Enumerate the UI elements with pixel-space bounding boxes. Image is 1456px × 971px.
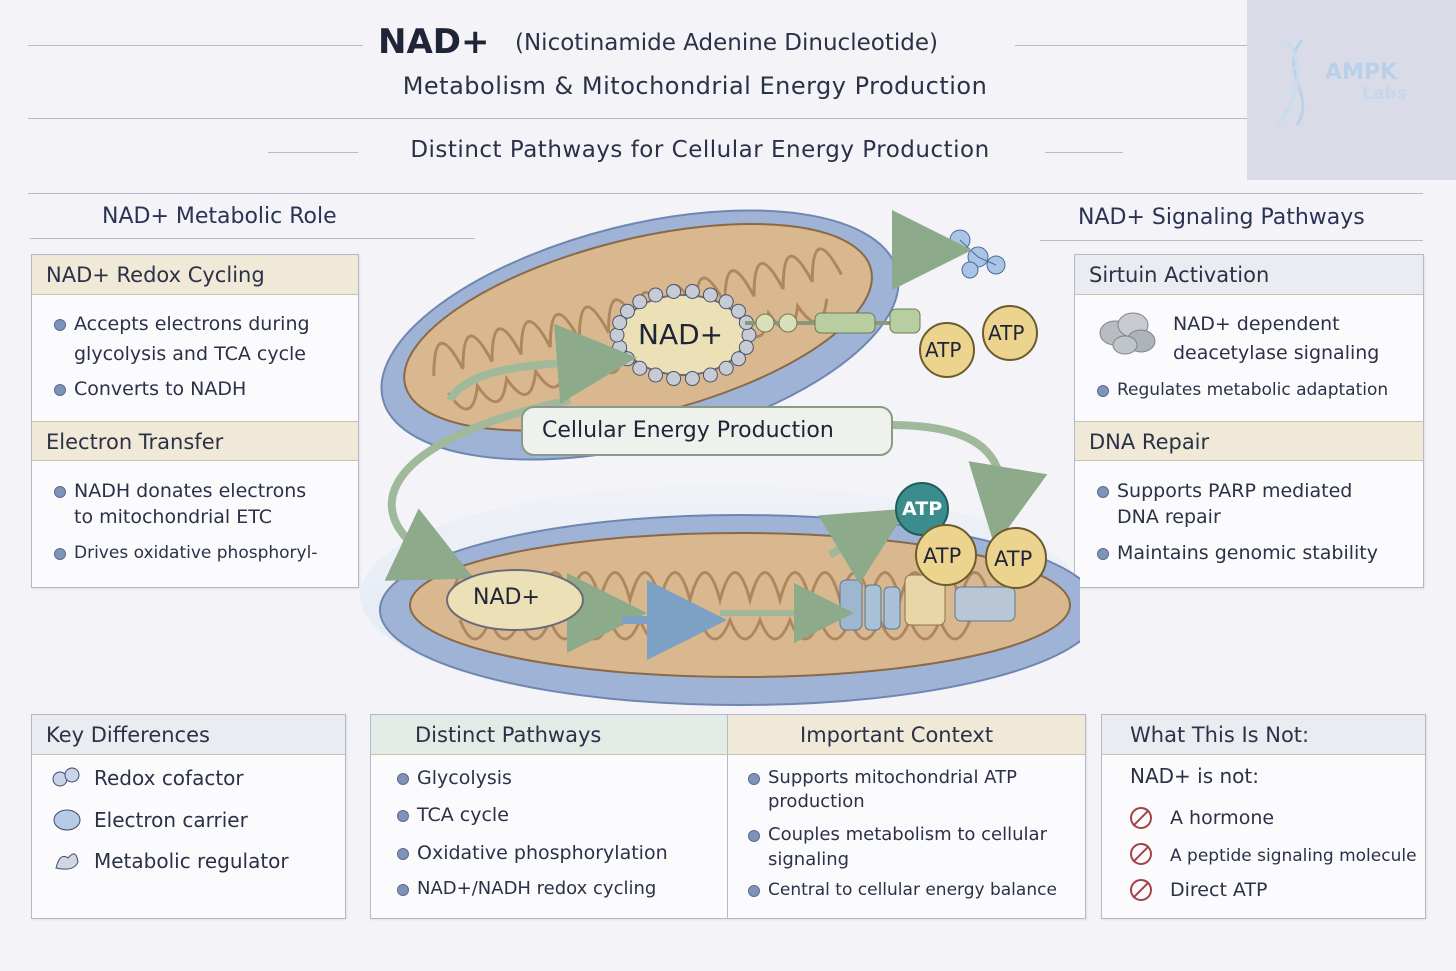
arrow-energy-right (889, 421, 1048, 547)
nad-bead (632, 294, 648, 310)
nad-bottom-oval (446, 569, 584, 631)
arrow-cycle-up (446, 323, 637, 404)
nad-bottom-label: NAD+ (473, 585, 540, 610)
distinct-pathways-title: Distinct Pathways (371, 715, 728, 755)
redox-cycling-title: NAD+ Redox Cycling (32, 255, 358, 295)
mitochondria-diagram (360, 209, 1080, 706)
logo-text-ampk: AMPK (1325, 60, 1398, 85)
nad-bead (718, 294, 734, 310)
atp-circle-3 (915, 524, 977, 586)
atp-label-3: ATP (923, 544, 962, 568)
sirtuin-protein-icon (1099, 312, 1156, 355)
header-rule-right (1015, 45, 1425, 46)
nad-bead (612, 339, 628, 355)
nad-bead (648, 367, 664, 383)
bullet-dot (54, 319, 66, 331)
energy-label-box (521, 406, 893, 456)
atp-circle-teal (895, 482, 949, 536)
right-section-rule (1040, 240, 1423, 241)
nad-bead (702, 367, 718, 383)
nad-bead (731, 303, 747, 319)
logo-watermark (1247, 0, 1456, 180)
nad-bead (684, 371, 700, 387)
left-section-heading: NAD+ Metabolic Role (102, 204, 337, 229)
key-differences-title: Key Differences (32, 715, 345, 755)
logo-text-labs: Labs (1362, 84, 1407, 104)
bullet-dot (1097, 385, 1109, 397)
atp-label-teal: ATP (902, 498, 943, 520)
section-title: Distinct Pathways for Cellular Energy Pr… (410, 137, 990, 163)
nad-bead (738, 339, 754, 355)
right-section-heading: NAD+ Signaling Pathways (1078, 205, 1365, 230)
nad-bead (666, 371, 682, 387)
nad-bead (684, 283, 700, 299)
sirtuin-title: Sirtuin Activation (1075, 255, 1423, 295)
left-section-rule (30, 238, 475, 239)
prohibited-icon (1130, 843, 1152, 865)
nad-bead (702, 287, 718, 303)
what-this-is-not-card: What This Is Not: NAD+ is not: A hormone… (1101, 714, 1426, 919)
nad-bead (718, 360, 734, 376)
nad-bead (632, 360, 648, 376)
energy-production-label: Cellular Energy Production (542, 418, 834, 443)
header-divider (28, 118, 1423, 119)
important-context-title: Important Context (728, 715, 1085, 755)
page-title: NAD+ (378, 22, 490, 62)
bullet-dot (1097, 486, 1109, 498)
prohibited-icon (1130, 879, 1152, 901)
metabolic-role-card: NAD+ Redox Cycling Accepts electrons dur… (31, 254, 359, 588)
atp-label-1: ATP (925, 338, 962, 362)
header-rule-left (28, 45, 363, 46)
section-rule-left (268, 152, 358, 153)
bullet-dot (54, 486, 66, 498)
nad-bead (619, 303, 635, 319)
metabolic-regulator-icon (55, 853, 79, 870)
dna-icon (1275, 39, 1305, 126)
key-differences-card: Key Differences Redox cofactor Electron … (31, 714, 346, 919)
bullet-dot (1097, 548, 1109, 560)
atp-circle-4 (985, 527, 1047, 589)
nad-bead (741, 327, 757, 343)
nad-top-label: NAD+ (638, 318, 724, 351)
prohibited-icon (1130, 807, 1152, 829)
arrow-to-atp (818, 508, 908, 584)
nad-bead (731, 351, 747, 367)
nad-bead (609, 327, 625, 343)
arrow-cycle-down (384, 396, 571, 581)
bullet-dot (54, 384, 66, 396)
electron-transfer-title: Electron Transfer (32, 421, 358, 461)
page-subtitle: Metabolism & Mitochondrial Energy Produc… (402, 72, 988, 100)
bullet-dot (54, 548, 66, 560)
atp-label-4: ATP (994, 547, 1033, 571)
molecule-cluster (949, 229, 1006, 279)
distinct-pathways-card: Distinct Pathways Glycolysis TCA cycle O… (370, 714, 729, 919)
what-this-is-not-title: What This Is Not: (1102, 715, 1425, 755)
section-rule-right (1045, 152, 1123, 153)
electron-carrier-icon (53, 809, 81, 831)
atp-circle-2 (982, 305, 1038, 361)
signaling-card: Sirtuin Activation NAD+ dependent deacet… (1074, 254, 1424, 588)
page-title-parenthetical: (Nicotinamide Adenine Dinucleotide) (515, 30, 938, 56)
section-divider (28, 193, 1423, 194)
important-context-card: Important Context Supports mitochondrial… (727, 714, 1086, 919)
redox-cofactor-icon (52, 767, 80, 787)
atp-label-2: ATP (988, 321, 1025, 345)
nad-bead (666, 283, 682, 299)
nad-bead (648, 287, 664, 303)
dna-repair-title: DNA Repair (1075, 421, 1423, 461)
electron-chain (745, 308, 921, 334)
atp-circle-1 (919, 322, 975, 378)
